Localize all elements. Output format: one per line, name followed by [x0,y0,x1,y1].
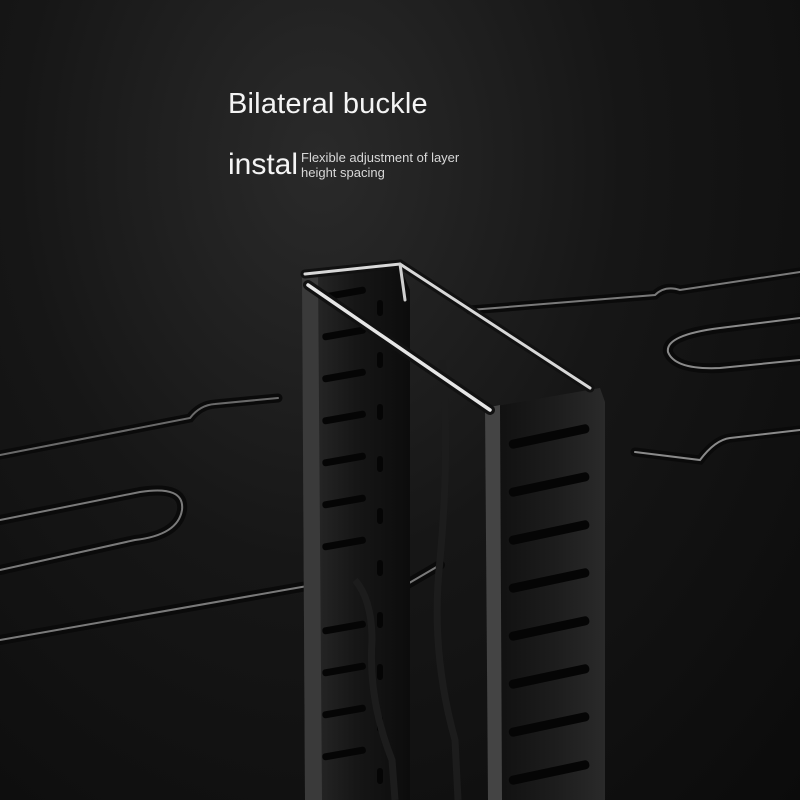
subtitle-small-line1: Flexible adjustment of layer [301,150,460,165]
subtitle-large: instal [228,148,299,181]
subtitle-small-line2: height spacing [301,165,385,180]
right-wire-hooks [465,267,800,465]
headline: Bilateral buckle [228,88,428,120]
right-post [485,388,605,800]
subtitle-small: Flexible adjustment of layer height spac… [301,150,501,180]
left-post [302,262,410,800]
top-crossbars [300,259,595,415]
hanging-wire [352,577,399,800]
